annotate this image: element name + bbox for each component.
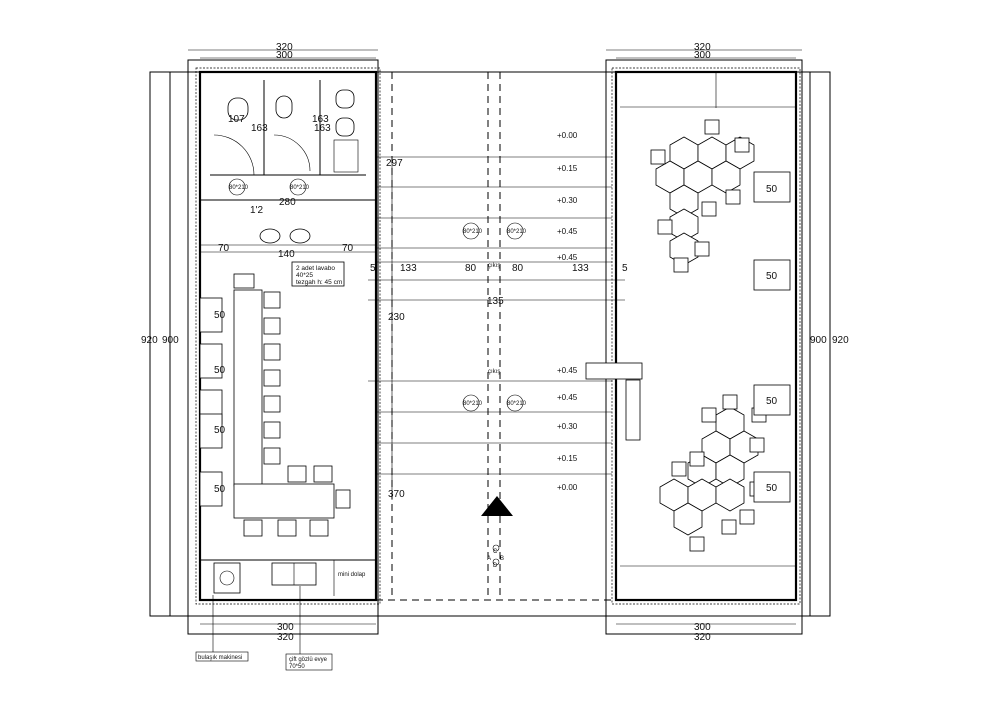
lavabo-label-1: 2 adet lavabo bbox=[296, 265, 335, 272]
door-tag-3: 80*210 bbox=[463, 229, 483, 235]
hex-tables-upper bbox=[650, 119, 755, 273]
dim-133-right: 133 bbox=[572, 263, 589, 274]
dim-80-right: 80 bbox=[512, 263, 524, 274]
level-upper-5: +0.45 bbox=[557, 253, 578, 262]
dim-right-900: 900 bbox=[810, 335, 827, 346]
dim-top-right-320: 320 bbox=[694, 42, 711, 53]
bench-dim-2: 50 bbox=[766, 271, 778, 282]
dim-163-b: 163 bbox=[312, 114, 329, 125]
dim-top-right-300: 300 bbox=[694, 50, 711, 61]
dim-top-left-320: 320 bbox=[276, 42, 293, 53]
lower-stairs bbox=[368, 362, 643, 475]
dim-107: 107 bbox=[228, 114, 245, 125]
dim-left-920: 920 bbox=[141, 335, 158, 346]
right-hall bbox=[620, 72, 796, 567]
level-lower-1: +0.45 bbox=[557, 366, 578, 375]
door-tag-4: 80*210 bbox=[507, 229, 527, 235]
sink-label-2: 70*50 bbox=[289, 664, 305, 670]
bench-dim-1: 50 bbox=[766, 184, 778, 195]
level-upper-2: +0.15 bbox=[557, 164, 578, 173]
lavabo-label-2: 40*25 bbox=[296, 272, 313, 279]
dim-left-900: 900 bbox=[162, 335, 179, 346]
dim-top-left-300: 300 bbox=[276, 50, 293, 61]
dim-133-left: 133 bbox=[400, 263, 417, 274]
dishwasher-label: bulaşık makinesi bbox=[198, 655, 242, 661]
compass-d: D bbox=[493, 563, 498, 569]
door-tags bbox=[228, 178, 524, 412]
dim-bottom-right-300: 300 bbox=[694, 622, 711, 633]
level-upper-4: +0.45 bbox=[557, 227, 578, 236]
stool-dim-4: 50 bbox=[214, 484, 226, 495]
dim-297: 297 bbox=[386, 158, 403, 169]
dim-5-left: 5 bbox=[370, 263, 376, 274]
bar-table-with-stools bbox=[199, 273, 351, 537]
kitchen-counter bbox=[200, 559, 376, 596]
wc-area bbox=[200, 80, 376, 201]
dim-163-c: 163 bbox=[314, 123, 331, 134]
door-tag-6: 80*210 bbox=[507, 401, 527, 407]
bench-dim-4: 50 bbox=[766, 483, 778, 494]
compass-c: C bbox=[493, 549, 498, 555]
lavabo-counter bbox=[200, 228, 376, 287]
level-lower-4: +0.15 bbox=[557, 454, 578, 463]
dim-right-920: 920 bbox=[832, 335, 849, 346]
central-corridor bbox=[376, 71, 616, 601]
right-benches bbox=[753, 171, 791, 503]
hex-tables-lower bbox=[659, 394, 767, 552]
compass-b: B bbox=[500, 556, 504, 562]
corridor-lower-label: çıkış bbox=[488, 369, 500, 375]
dim-bottom-left-300: 300 bbox=[277, 622, 294, 633]
dim-80-left: 80 bbox=[465, 263, 477, 274]
dim-370: 370 bbox=[388, 489, 405, 500]
dim-163-a: 163 bbox=[251, 123, 268, 134]
stool-dim-3: 50 bbox=[214, 425, 226, 436]
upper-stairs bbox=[368, 156, 625, 301]
mini-fridge-label: mini dolap bbox=[338, 572, 366, 578]
stool-dim-1: 50 bbox=[214, 310, 226, 321]
level-lower-2: +0.45 bbox=[557, 393, 578, 402]
dim-5-right: 5 bbox=[622, 263, 628, 274]
dim-70-right: 70 bbox=[342, 243, 354, 254]
level-lower-3: +0.30 bbox=[557, 422, 578, 431]
sink-label-1: çift gözlü evye bbox=[289, 657, 328, 663]
dim-112: 1'2 bbox=[250, 205, 263, 216]
dim-bottom-right-320: 320 bbox=[694, 632, 711, 643]
lavabo-label-3: tezgah h: 45 cm bbox=[296, 279, 342, 286]
level-upper-3: +0.30 bbox=[557, 196, 578, 205]
dim-bottom-left-320: 320 bbox=[277, 632, 294, 643]
level-lower-5: +0.00 bbox=[557, 483, 578, 492]
dim-135: 135 bbox=[487, 296, 504, 307]
door-tag-5: 80*210 bbox=[463, 401, 483, 407]
stool-dim-2: 50 bbox=[214, 365, 226, 376]
corridor-upper-label: çıkış bbox=[488, 263, 500, 269]
door-tag-1: 80*210 bbox=[229, 185, 249, 191]
dim-230: 230 bbox=[388, 312, 405, 323]
door-tag-2: 80*210 bbox=[290, 185, 310, 191]
dim-70-left: 70 bbox=[218, 243, 230, 254]
bench-dim-3: 50 bbox=[766, 396, 778, 407]
entrance-arrow-icon bbox=[481, 496, 513, 516]
level-upper-1: +0.00 bbox=[557, 131, 578, 140]
dim-280: 280 bbox=[279, 197, 296, 208]
dimension-lines-horizontal bbox=[188, 49, 802, 635]
dim-140: 140 bbox=[278, 249, 295, 260]
compass-a: A bbox=[487, 556, 491, 562]
